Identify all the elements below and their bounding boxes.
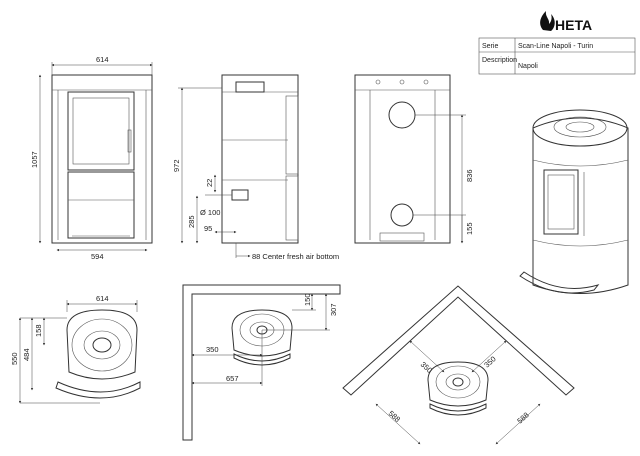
corner-diag-left-label: 588 — [387, 409, 402, 424]
side-pipe-offset-label: 22 — [205, 179, 214, 187]
side-fresh-air-note: 88 Center fresh air bottom — [252, 252, 339, 261]
back-view: 836 155 — [354, 74, 474, 244]
front-width-top-label: 614 — [96, 55, 109, 64]
plan-width-label: 614 — [96, 294, 109, 303]
brand-logo: HETA — [540, 11, 592, 33]
back-inlet-height-label: 155 — [465, 222, 474, 235]
front-view: 614 594 1057 — [30, 55, 153, 261]
side-depth-offset-label: 95 — [204, 224, 212, 233]
side-view: 972 285 22 Ø 100 95 88 Center fresh air … — [172, 74, 339, 261]
brand-name: HETA — [555, 17, 592, 33]
plan-view: 614 550 484 158 — [10, 294, 141, 404]
front-height-label: 1057 — [30, 151, 39, 168]
side-pipe-height-label: 285 — [187, 215, 196, 228]
wall-side-clearance-label: 350 — [206, 345, 219, 354]
back-outlet-height-label: 836 — [465, 169, 474, 182]
stove-perspective — [519, 109, 629, 294]
corner-left-clearance-label: 350 — [419, 360, 434, 375]
corner-clearance-view: 350 350 588 588 — [342, 285, 575, 445]
title-label-serie: Serie — [482, 43, 498, 50]
title-label-description: Description — [482, 57, 517, 64]
wall-clearance-view: 350 657 307 150 — [182, 284, 341, 441]
plan-depth-total-label: 550 — [10, 352, 19, 365]
plan-depth-center-label: 158 — [34, 324, 43, 337]
flame-icon — [540, 11, 555, 31]
side-height-label: 972 — [172, 159, 181, 172]
wall-front-total-label: 657 — [226, 374, 239, 383]
side-pipe-diameter-label: Ø 100 — [200, 208, 220, 217]
wall-back-inner-label: 150 — [303, 293, 312, 306]
title-value-description: Napoli — [518, 63, 538, 70]
title-value-serie: Scan-Line Napoli - Turin — [518, 43, 593, 50]
title-block: Serie Scan-Line Napoli - Turin Descripti… — [478, 37, 636, 75]
corner-diag-right-label: 588 — [515, 410, 530, 425]
wall-back-outer-label: 307 — [329, 303, 338, 316]
corner-right-clearance-label: 350 — [482, 354, 497, 369]
plan-depth-inner-label: 484 — [22, 348, 31, 361]
front-width-bottom-label: 594 — [91, 252, 104, 261]
